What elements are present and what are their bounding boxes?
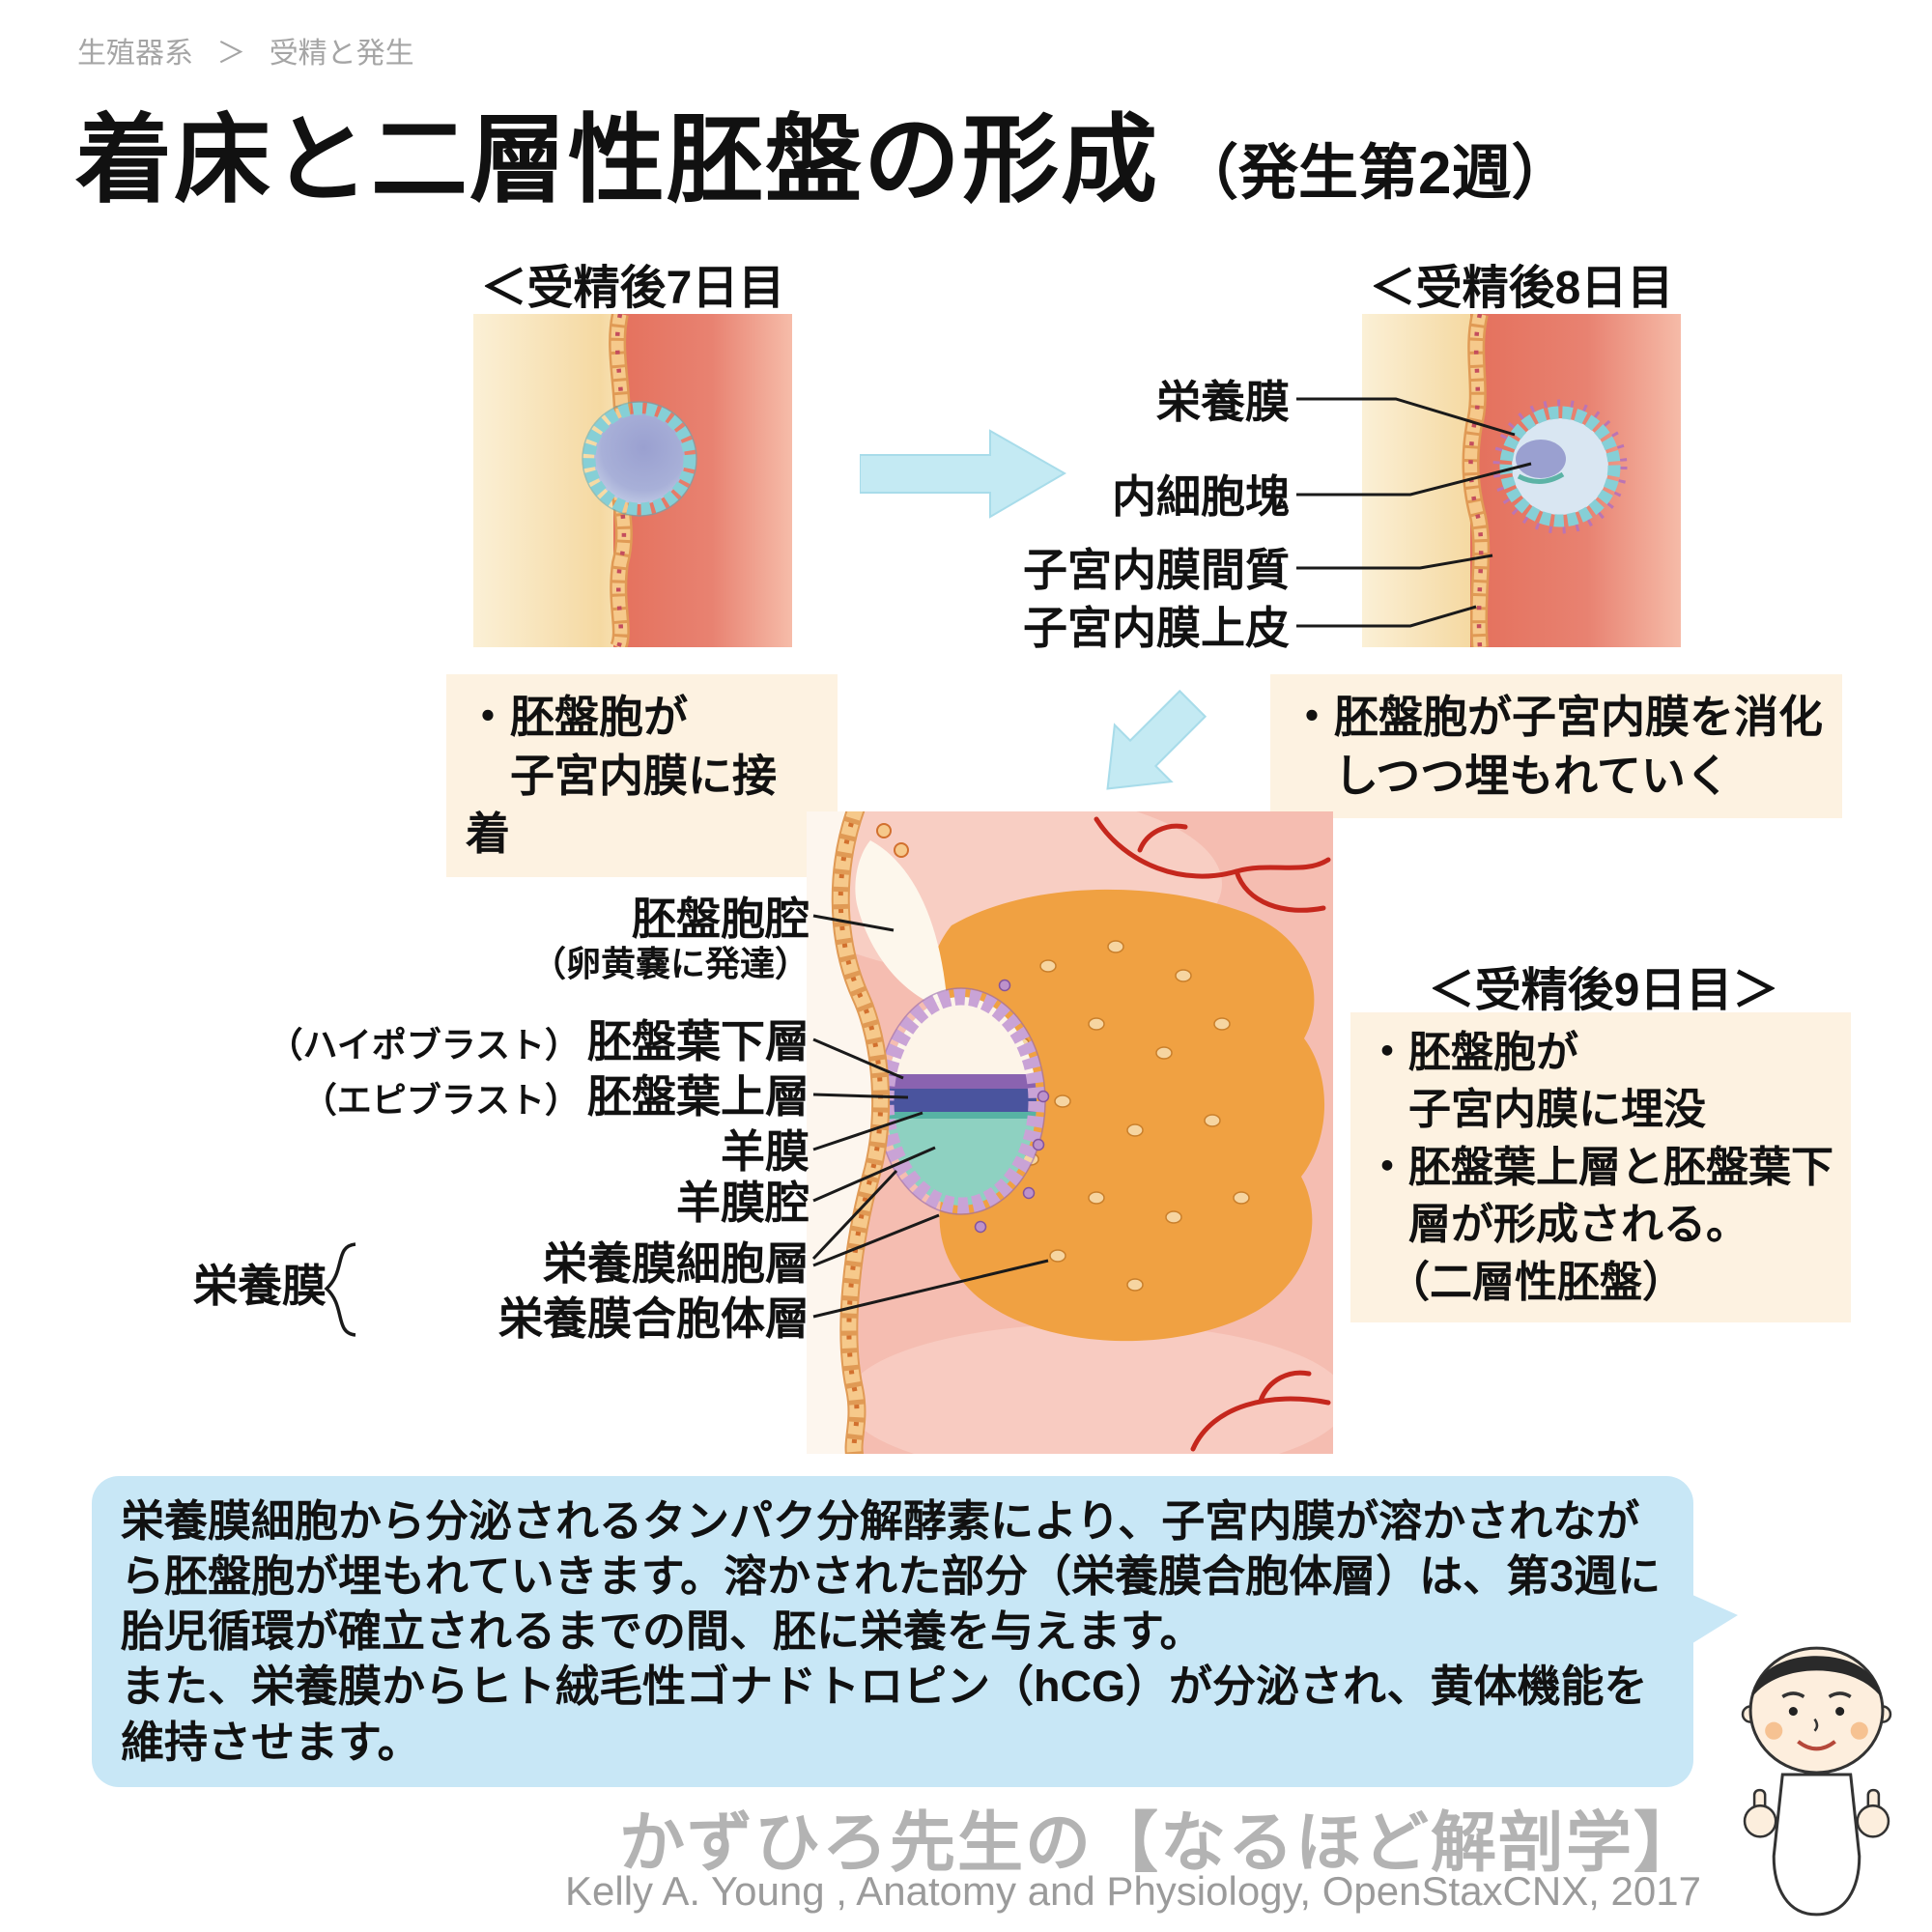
label-trophoblast: 栄養膜 <box>1156 377 1290 427</box>
citation: Kelly A. Young , Anatomy and Physiology,… <box>565 1868 1701 1914</box>
label-epiblast: （エピブラスト）胚盤葉上層 <box>191 1071 810 1122</box>
label-epiblast-alias: （エピブラスト） <box>301 1080 580 1120</box>
day8-note: ・胚盤胞が子宮内膜を消化 しつつ埋もれていく <box>1270 674 1842 819</box>
page-title-main: 着床と二層性胚盤の形成 <box>75 106 1159 214</box>
label-amniotic-cavity: 羊膜腔 <box>676 1178 810 1228</box>
label-inner-cell-mass: 内細胞塊 <box>1112 471 1290 522</box>
day7-illustration <box>473 314 792 647</box>
label-blastocyst-cavity-note: （卵黄嚢に発達） <box>530 944 810 983</box>
arrow-down-left-icon <box>1080 676 1220 816</box>
page-title: 着床と二層性胚盤の形成 （発生第2週） <box>75 81 1571 221</box>
brand-title: かずひろ先生の【なるほど解剖学】 <box>618 1806 1701 1880</box>
label-cytotrophoblast: 栄養膜細胞層 <box>543 1238 810 1289</box>
breadcrumb-section: 生殖器系 <box>77 38 193 70</box>
breadcrumb: 生殖器系 ＞ 受精と発生 <box>77 29 430 71</box>
arrow-right-icon <box>859 428 1067 520</box>
label-endometrial-epithelium: 子宮内膜上皮 <box>1023 603 1290 653</box>
blastocyst-cavity-shape <box>855 840 948 1009</box>
day9-illustration-svg <box>778 792 1348 1478</box>
blood-vessels <box>1094 816 1331 1452</box>
syncytiotrophoblast-mass <box>922 889 1325 1342</box>
breadcrumb-page: 受精と発生 <box>269 38 414 70</box>
day8-illustration-svg <box>1362 314 1681 647</box>
label-trophoblast-group: 栄養膜 <box>193 1261 327 1311</box>
day9-illustration <box>778 792 1348 1478</box>
label-endometrial-stroma: 子宮内膜間質 <box>1023 545 1290 595</box>
lacunae-cells <box>1012 940 1250 1292</box>
label-syncytiotrophoblast: 栄養膜合胞体層 <box>498 1293 810 1344</box>
label-blastocyst-cavity: 胚盤胞腔 <box>632 894 810 944</box>
page-title-sub: （発生第2週） <box>1179 140 1572 207</box>
bilaminar-disc <box>876 987 1046 1215</box>
label-hypoblast: （ハイポブラスト）胚盤葉下層 <box>191 1016 810 1066</box>
day7-note: ・胚盤胞が 子宮内膜に接着 <box>446 674 838 878</box>
label-amnion: 羊膜 <box>721 1126 810 1177</box>
explanation-paragraph-1: 栄養膜細胞から分泌されるタンパク分解酵素により、子宮内膜が溶かされながら胚盤胞が… <box>121 1496 1662 1657</box>
explanation-bubble: 栄養膜細胞から分泌されるタンパク分解酵素により、子宮内膜が溶かされながら胚盤胞が… <box>92 1476 1738 1787</box>
label-hypoblast-name: 胚盤葉下層 <box>587 1016 810 1066</box>
label-hypoblast-alias: （ハイポブラスト） <box>268 1025 580 1065</box>
day9-heading: ＜受精後9日目＞ <box>1428 965 1779 1016</box>
label-epiblast-name: 胚盤葉上層 <box>587 1071 810 1122</box>
breadcrumb-separator: ＞ <box>216 38 246 70</box>
day8-illustration <box>1362 314 1681 647</box>
explanation-paragraph-2: また、栄養膜からヒト絨毛性ゴナドトロピン（hCG）が分泌され、黄体機能を維持させ… <box>121 1662 1648 1767</box>
scattered-cytotrophoblast-cells <box>974 979 1050 1234</box>
mascot-illustration <box>1708 1621 1925 1932</box>
day7-illustration-svg <box>473 314 792 647</box>
day9-note: ・胚盤胞が 子宮内膜に埋没 ・胚盤葉上層と胚盤葉下 層が形成される。 （二層性胚… <box>1350 1012 1851 1322</box>
